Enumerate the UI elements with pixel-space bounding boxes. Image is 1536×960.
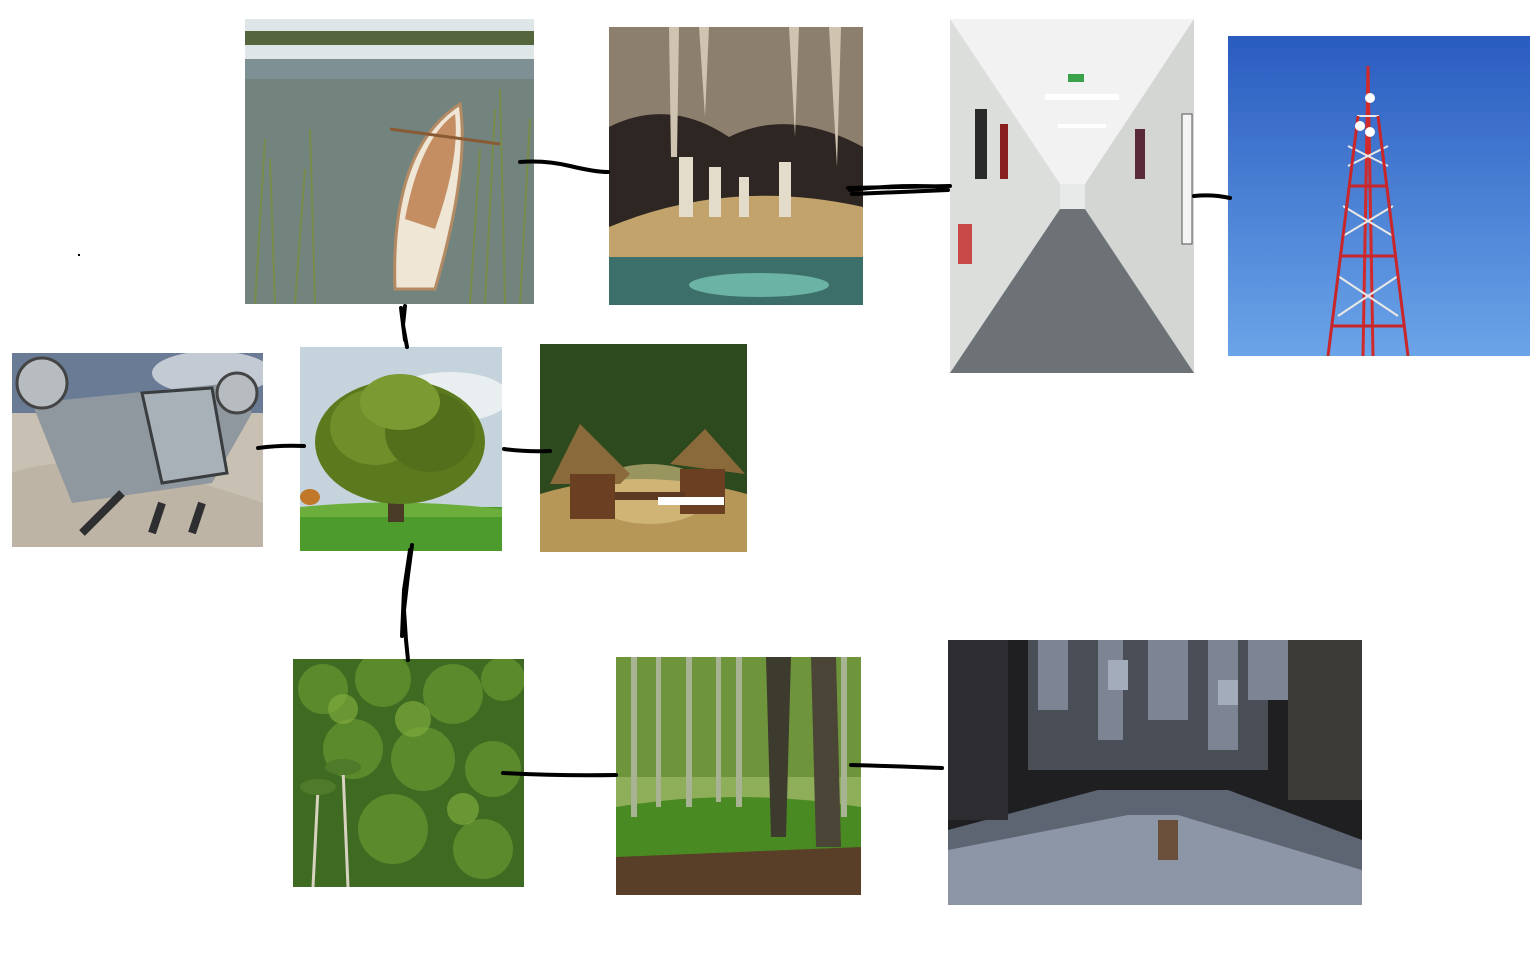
jungle-huts-image	[540, 344, 747, 552]
stray-dot	[78, 254, 80, 256]
canoe-lake-image	[245, 19, 534, 304]
connector-aircraft-oak	[256, 443, 306, 450]
voxel-cave-image	[948, 640, 1362, 905]
connector-cave-corridor	[846, 184, 952, 196]
rainforest-canopy-image	[293, 659, 524, 887]
beech-forest-image	[616, 657, 861, 895]
telecom-tower-image	[1228, 36, 1530, 356]
connector-beech-voxelcave	[849, 763, 944, 770]
corridor-image	[950, 19, 1194, 373]
scifi-aircraft-image	[12, 353, 263, 547]
connector-corridor-tower	[1192, 193, 1232, 200]
oak-tree-image	[300, 347, 502, 551]
cave-image	[609, 27, 863, 305]
connector-canoe-oak	[399, 304, 409, 349]
connector-oak-jungle	[400, 543, 414, 662]
